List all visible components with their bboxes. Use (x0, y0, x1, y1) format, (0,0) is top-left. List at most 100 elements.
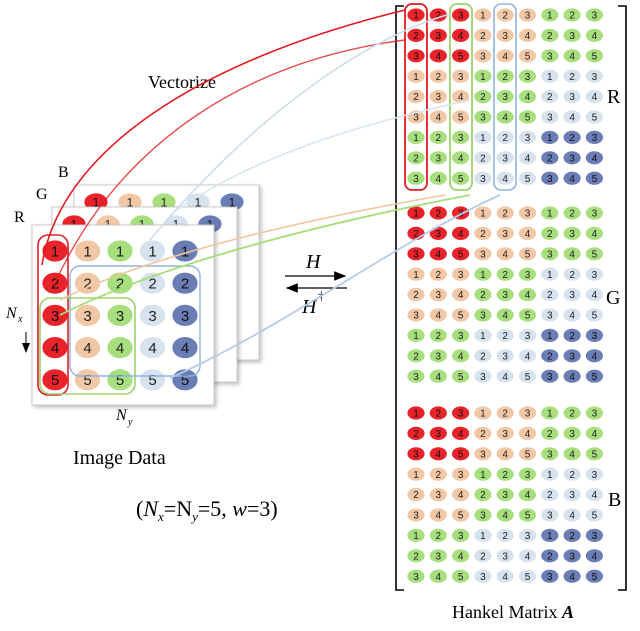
svg-text:4: 4 (569, 249, 575, 260)
hankel-entry: 5 (451, 307, 471, 323)
hankel-entry: 2 (540, 28, 560, 43)
svg-text:4: 4 (458, 551, 464, 562)
hankel-entry: 5 (585, 109, 604, 125)
svg-text:5: 5 (525, 372, 531, 383)
svg-text:4: 4 (592, 490, 598, 501)
svg-text:3: 3 (547, 174, 553, 185)
image-pixel: 4 (106, 336, 134, 360)
svg-text:2: 2 (436, 531, 442, 542)
hankel-entry: 3 (585, 266, 604, 282)
hankel-entry: 4 (495, 170, 515, 186)
svg-text:1: 1 (480, 531, 486, 542)
svg-text:1: 1 (547, 133, 553, 144)
image-pixel: 4 (139, 336, 166, 360)
hankel-entry: 2 (562, 528, 582, 543)
hankel-entry: 1 (406, 205, 426, 221)
lightblue-vectorize-curve-2 (169, 99, 471, 216)
svg-text:1: 1 (547, 11, 553, 22)
hankel-entry: 4 (562, 368, 582, 384)
svg-text:3: 3 (83, 308, 91, 325)
svg-text:2: 2 (502, 11, 508, 22)
svg-text:2: 2 (480, 290, 486, 301)
svg-text:2: 2 (569, 72, 575, 83)
hankel-entry: 2 (428, 466, 448, 482)
svg-text:2: 2 (436, 72, 442, 83)
image-pixel: 5 (139, 368, 166, 392)
hankel-entry: 4 (495, 446, 515, 462)
svg-text:2: 2 (502, 470, 508, 481)
svg-text:1: 1 (480, 409, 486, 420)
hankel-entry: 3 (518, 129, 537, 145)
hankel-entry: 4 (495, 48, 515, 64)
hankel-entry: 2 (562, 466, 582, 482)
svg-text:1: 1 (181, 243, 189, 260)
svg-text:2: 2 (480, 551, 486, 562)
image-data-label: Image Data (73, 447, 166, 469)
svg-text:2: 2 (480, 92, 486, 103)
hankel-entry: 4 (562, 446, 582, 462)
hankel-entry: 1 (473, 7, 493, 23)
hankel-entry: 3 (585, 68, 604, 84)
svg-text:2: 2 (480, 153, 486, 164)
image-pixel: 2 (106, 271, 134, 295)
svg-text:3: 3 (525, 531, 531, 542)
hankel-entry: 2 (562, 205, 582, 221)
hankel-entry: 1 (406, 68, 426, 84)
hankel-entry: 1 (540, 68, 560, 84)
hankel-entry: 1 (473, 405, 493, 421)
svg-text:2: 2 (436, 331, 442, 342)
svg-text:5: 5 (51, 372, 59, 389)
image-pixel: 2 (171, 271, 199, 295)
hankel-entry: 5 (518, 446, 537, 462)
svg-text:4: 4 (458, 290, 464, 301)
hankel-entry: 1 (540, 466, 560, 482)
svg-text:3: 3 (547, 511, 553, 522)
svg-text:3: 3 (525, 409, 531, 420)
hankel-entry: 1 (540, 7, 560, 23)
hankel-entry: 4 (585, 150, 604, 166)
svg-text:4: 4 (436, 572, 442, 583)
hankel-entry: 3 (495, 487, 515, 503)
svg-text:3: 3 (413, 311, 419, 322)
hankel-entry: 3 (518, 7, 537, 23)
hankel-entry: 3 (473, 109, 493, 125)
svg-text:3: 3 (436, 429, 442, 440)
hankel-entry: 4 (451, 150, 471, 166)
svg-text:3: 3 (502, 351, 508, 362)
svg-text:4: 4 (525, 351, 531, 362)
svg-text:4: 4 (436, 511, 442, 522)
hankel-entry: 3 (562, 548, 582, 564)
svg-text:4: 4 (458, 490, 464, 501)
svg-text:5: 5 (592, 174, 598, 185)
hankel-entry: 4 (451, 425, 471, 441)
svg-text:3: 3 (502, 92, 508, 103)
hankel-entry: 5 (518, 507, 537, 523)
hankel-entry: 3 (451, 405, 471, 421)
hankel-entry: 4 (451, 89, 471, 104)
svg-text:3: 3 (480, 449, 486, 460)
hankel-window-blue (493, 3, 517, 191)
svg-text:5: 5 (525, 51, 531, 62)
svg-text:2: 2 (413, 490, 419, 501)
hankel-entry: 4 (585, 348, 604, 364)
nx-label: N (5, 305, 18, 322)
svg-text:3: 3 (592, 72, 598, 83)
hankel-entry: 2 (406, 89, 426, 104)
hankel-entry: 4 (585, 548, 604, 564)
svg-text:4: 4 (525, 92, 531, 103)
hankel-entry: 4 (562, 246, 582, 262)
hankel-entry: 5 (518, 109, 537, 125)
image-pixel: 3 (41, 303, 69, 327)
svg-text:2: 2 (436, 209, 442, 220)
svg-text:4: 4 (436, 449, 442, 460)
hankel-entry: 2 (540, 287, 560, 303)
svg-text:4: 4 (569, 174, 575, 185)
svg-text:4: 4 (83, 340, 91, 357)
svg-text:2: 2 (569, 11, 575, 22)
svg-text:4: 4 (502, 372, 508, 383)
svg-text:3: 3 (148, 308, 156, 325)
hankel-entry: 3 (473, 368, 493, 384)
ny-label: N (115, 407, 128, 424)
hankel-entry: 2 (406, 425, 426, 441)
